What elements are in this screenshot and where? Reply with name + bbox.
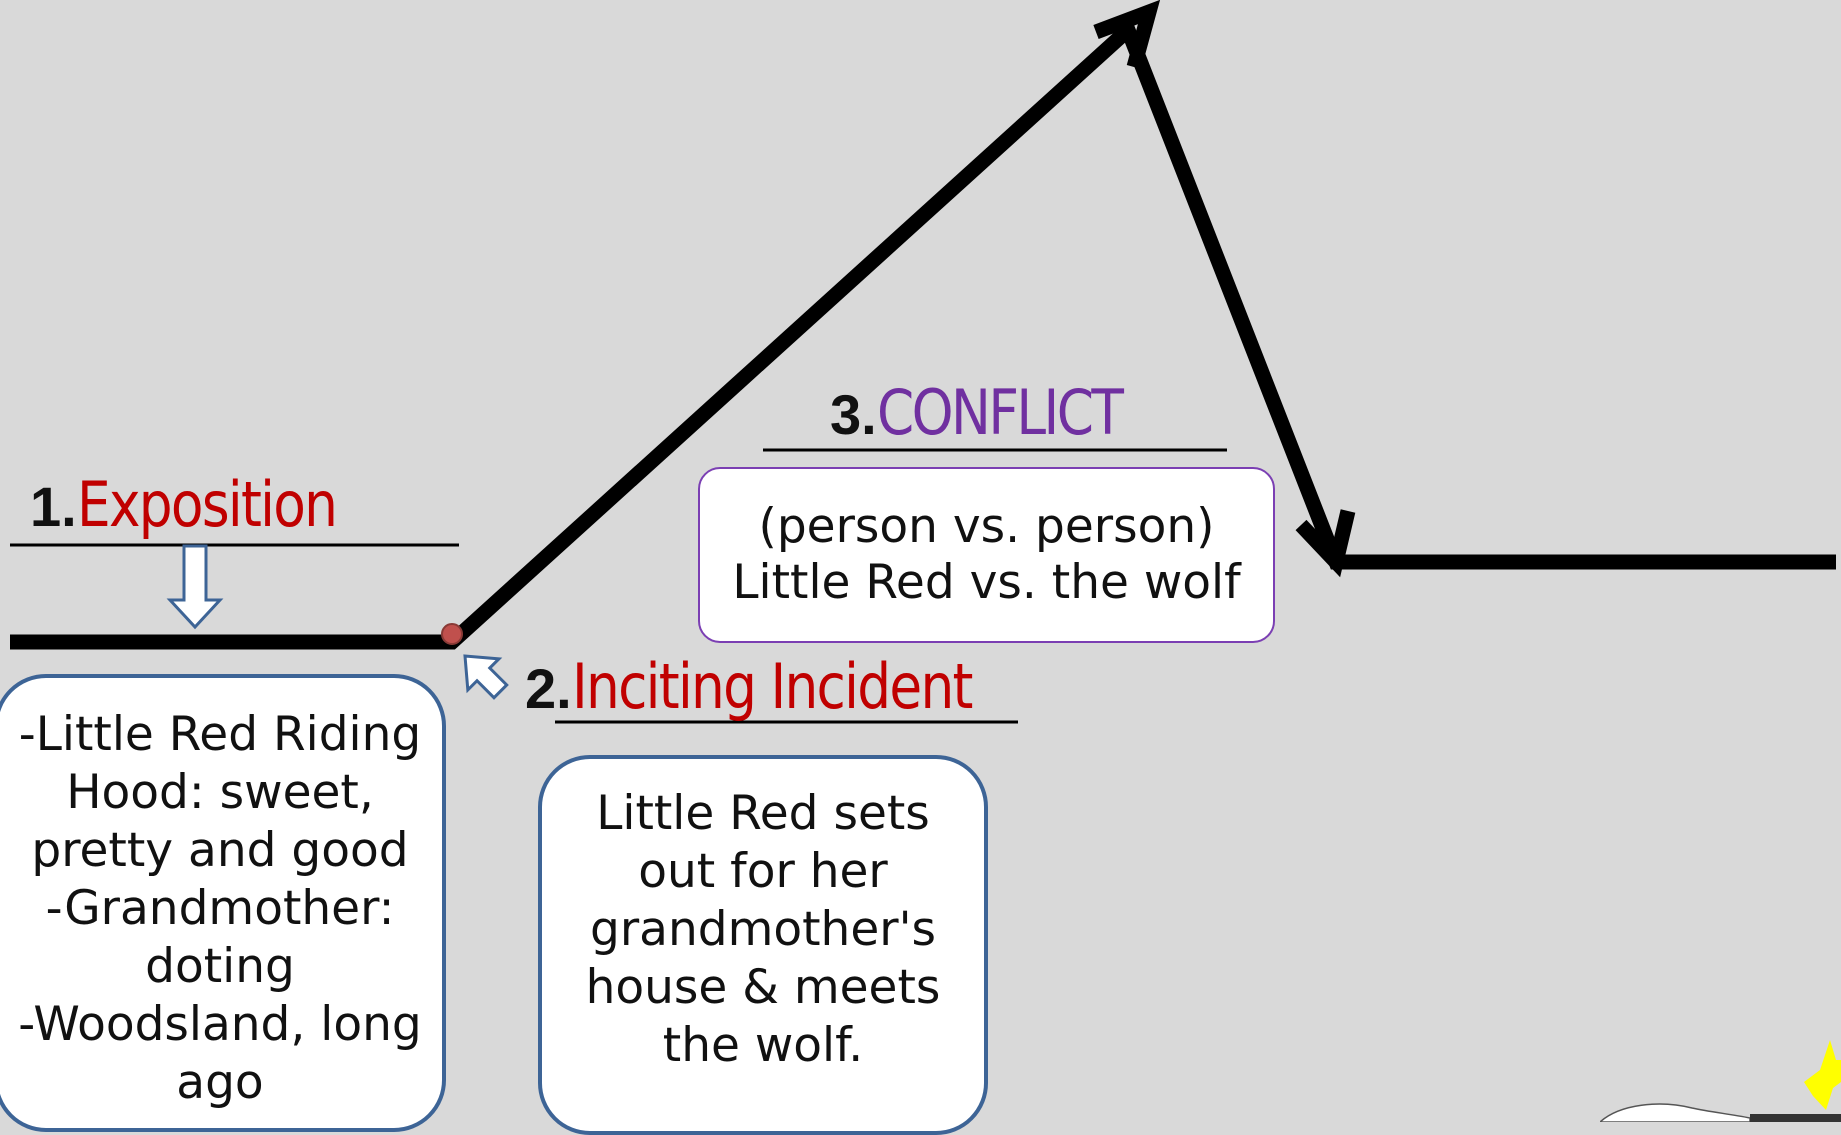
- inciting-line: out for her: [638, 844, 888, 899]
- inciting-line: Little Red sets: [596, 786, 930, 841]
- turning-point-dot: [441, 623, 463, 645]
- conflict-heading: 3.CONFLICT: [830, 382, 1161, 444]
- exposition-line: -Little Red Riding: [18, 707, 422, 762]
- up-left-arrow-outline-icon: [463, 654, 509, 700]
- falling-arrowhead: [1295, 509, 1356, 578]
- conflict-line: Little Red vs. the wolf: [732, 555, 1241, 610]
- inciting-line: the wolf.: [662, 1018, 864, 1073]
- exposition-line: pretty and good: [31, 823, 409, 878]
- inciting-box: Little Red sets out for her grandmother'…: [538, 755, 988, 1135]
- exposition-box: -Little Red Riding Hood: sweet, pretty a…: [0, 674, 446, 1132]
- conflict-box: (person vs. person) Little Red vs. the w…: [698, 467, 1275, 643]
- inciting-line: house & meets: [585, 960, 941, 1015]
- inciting-title: Inciting Incident: [571, 650, 973, 723]
- inciting-line: grandmother's: [590, 902, 936, 957]
- star-logo-icon: [1600, 1040, 1841, 1122]
- conflict-number: 3.: [830, 383, 877, 446]
- exposition-line: -Grandmother:: [45, 881, 395, 936]
- exposition-line: -Woodsland, long: [18, 997, 422, 1052]
- exposition-heading: 1.Exposition: [30, 474, 378, 536]
- exposition-line: doting: [145, 939, 295, 994]
- exposition-number: 1.: [30, 475, 77, 538]
- down-arrow-outline-icon: [166, 544, 224, 630]
- conflict-title: CONFLICT: [876, 376, 1124, 449]
- inciting-heading: 2.Inciting Incident: [525, 656, 1037, 718]
- climax-arrowhead: [1093, 0, 1161, 69]
- exposition-line: Hood: sweet,: [66, 765, 374, 820]
- exposition-line: ago: [176, 1055, 264, 1110]
- plot-line: [10, 17, 1836, 650]
- exposition-title: Exposition: [76, 468, 338, 541]
- conflict-line: (person vs. person): [758, 499, 1215, 554]
- inciting-number: 2.: [525, 657, 572, 720]
